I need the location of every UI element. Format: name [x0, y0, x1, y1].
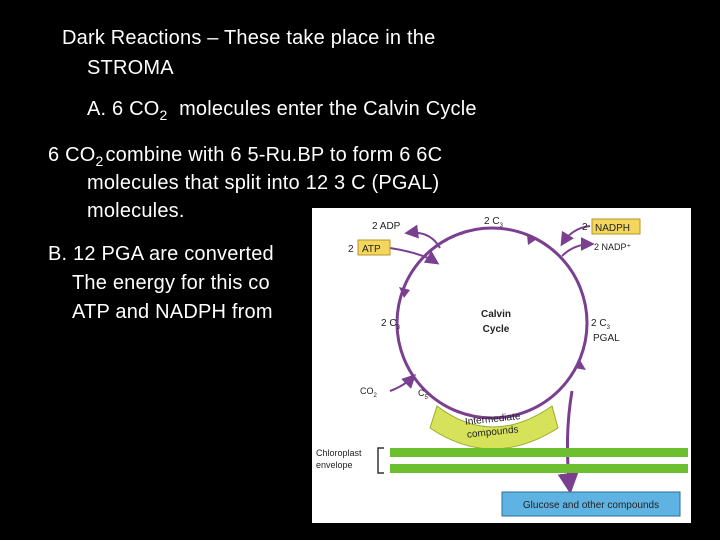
nadph-label: NADPH	[595, 223, 630, 234]
intermediate-label-line2: compounds	[466, 424, 519, 440]
calvin-cycle-ring	[395, 226, 589, 420]
paragraph-2-line-2: molecules that split into 12 3 C (PGAL)	[87, 172, 440, 194]
adp-label: 2 ADP	[372, 221, 401, 232]
nadph-number: 2	[582, 222, 588, 233]
nadp-arrow	[561, 237, 595, 257]
c3-left-label: 2 C3	[381, 318, 401, 331]
heading-line-1: Dark Reactions – These take place in the	[62, 27, 436, 49]
cycle-arrow-left	[399, 287, 410, 298]
p2-prefix: 6 CO	[48, 144, 96, 166]
adp-arrow	[404, 224, 441, 249]
glucose-box	[501, 491, 681, 517]
c3-right-label: 2 C3	[591, 318, 611, 331]
co2-arrow	[389, 374, 416, 392]
point-b-line-3: ATP and NADPH from	[72, 301, 273, 323]
calvin-label-line2: Cycle	[483, 324, 510, 335]
co2-label: CO2	[360, 386, 378, 399]
atp-box	[357, 239, 391, 256]
atp-arrow	[389, 247, 440, 265]
cycle-arrow-top	[527, 235, 537, 245]
pgal-label: PGAL	[593, 333, 620, 344]
atp-label: ATP	[362, 244, 381, 255]
intermediate-band	[429, 405, 559, 450]
heading-line-2: STROMA	[87, 57, 174, 79]
calvin-label-line1: Calvin	[481, 309, 511, 320]
c5-label: C5	[418, 388, 429, 401]
membrane-top	[390, 448, 688, 457]
membrane-bottom	[390, 464, 688, 473]
chloroplast-label-line2: envelope	[316, 460, 353, 470]
point-a-subscript: 2	[159, 107, 168, 123]
glucose-label: Glucose and other compounds	[523, 500, 659, 511]
cycle-arrow-right	[574, 360, 586, 370]
c3-top-label: 2 C3	[484, 216, 504, 229]
glucose-arrow	[557, 390, 579, 495]
point-b-line-2: The energy for this co	[72, 272, 270, 294]
nadp-plus-label: 2 NADP⁺	[594, 242, 632, 252]
nadph-arrow	[560, 225, 591, 247]
point-b-line-1: B. 12 PGA are converted	[48, 243, 274, 265]
p2-subscript: 2	[95, 153, 104, 169]
atp-number: 2	[348, 244, 354, 255]
paragraph-2-line-3: molecules.	[87, 200, 185, 222]
nadph-box	[591, 218, 641, 235]
envelope-bracket	[377, 447, 384, 474]
calvin-cycle-diagram: 2 ADP 2 C3 2 NADPH 2 NADP⁺ 2 ATP Calvin …	[312, 208, 691, 523]
point-a: A. 6 CO2 molecules enter the Calvin Cycl…	[87, 96, 477, 123]
point-a-prefix: A. 6 CO	[87, 98, 160, 120]
p2-suffix: combine with 6 5-Ru.BP to form 6 6C	[105, 144, 443, 166]
point-a-suffix: molecules enter the Calvin Cycle	[179, 98, 477, 120]
chloroplast-label-line1: Chloroplast	[316, 448, 362, 458]
